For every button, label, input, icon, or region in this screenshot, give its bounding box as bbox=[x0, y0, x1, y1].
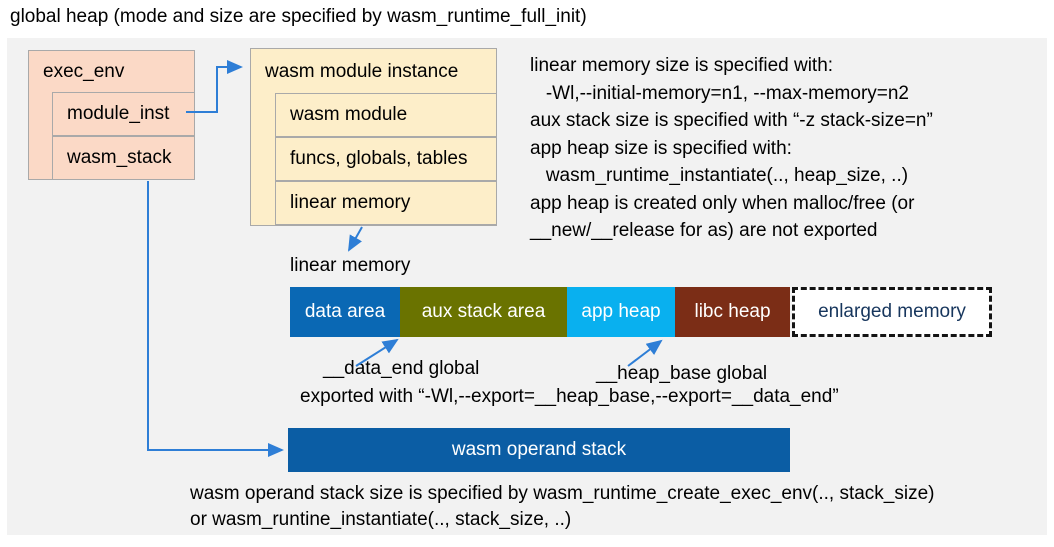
note-line: app heap size is specified with: bbox=[530, 137, 792, 159]
module-instance-title: wasm module instance bbox=[265, 60, 459, 82]
operand-stack-notes: wasm operand stack size is specified by … bbox=[190, 481, 935, 533]
module-inst-box: module_inst bbox=[52, 92, 195, 136]
note-line: or wasm_runtine_instantiate(.., stack_si… bbox=[190, 509, 572, 530]
enlarged-memory-box: enlarged memory bbox=[792, 287, 992, 337]
segment-app-heap: app heap bbox=[567, 287, 675, 337]
segment-data-area: data area bbox=[290, 287, 400, 337]
note-line: __new/__release for as) are not exported bbox=[530, 220, 878, 241]
wasm-module-row: wasm module bbox=[275, 93, 497, 137]
wasm-stack-box: wasm_stack bbox=[52, 136, 195, 180]
note-line: app heap is created only when malloc/fre… bbox=[530, 192, 915, 214]
linear-memory-notes: linear memory size is specified with: -W… bbox=[530, 52, 1045, 245]
operand-stack-bar: wasm operand stack bbox=[288, 428, 790, 472]
export-note: exported with “-Wl,--export=__heap_base,… bbox=[300, 386, 839, 407]
note-line: wasm operand stack size is specified by … bbox=[190, 483, 935, 504]
page-title: global heap (mode and size are specified… bbox=[10, 6, 587, 27]
note-line: linear memory size is specified with: bbox=[530, 55, 834, 76]
heap-base-label: __heap_base global bbox=[596, 363, 768, 384]
note-line: wasm_runtime_instantiate(.., heap_size, … bbox=[530, 165, 909, 186]
linear-memory-row: linear memory bbox=[275, 181, 497, 225]
data-end-label: __data_end global bbox=[323, 358, 480, 379]
segment-libc-heap: libc heap bbox=[675, 287, 790, 337]
note-line: -Wl,--initial-memory=n1, --max-memory=n2 bbox=[530, 82, 909, 104]
linear-memory-label: linear memory bbox=[290, 255, 411, 276]
linear-memory-bar: data area aux stack area app heap libc h… bbox=[290, 287, 790, 337]
note-line: aux stack size is specified with “-z sta… bbox=[530, 110, 933, 131]
funcs-globals-tables-row: funcs, globals, tables bbox=[275, 137, 497, 181]
exec-env-title: exec_env bbox=[43, 61, 125, 82]
segment-aux-stack-area: aux stack area bbox=[400, 287, 567, 337]
